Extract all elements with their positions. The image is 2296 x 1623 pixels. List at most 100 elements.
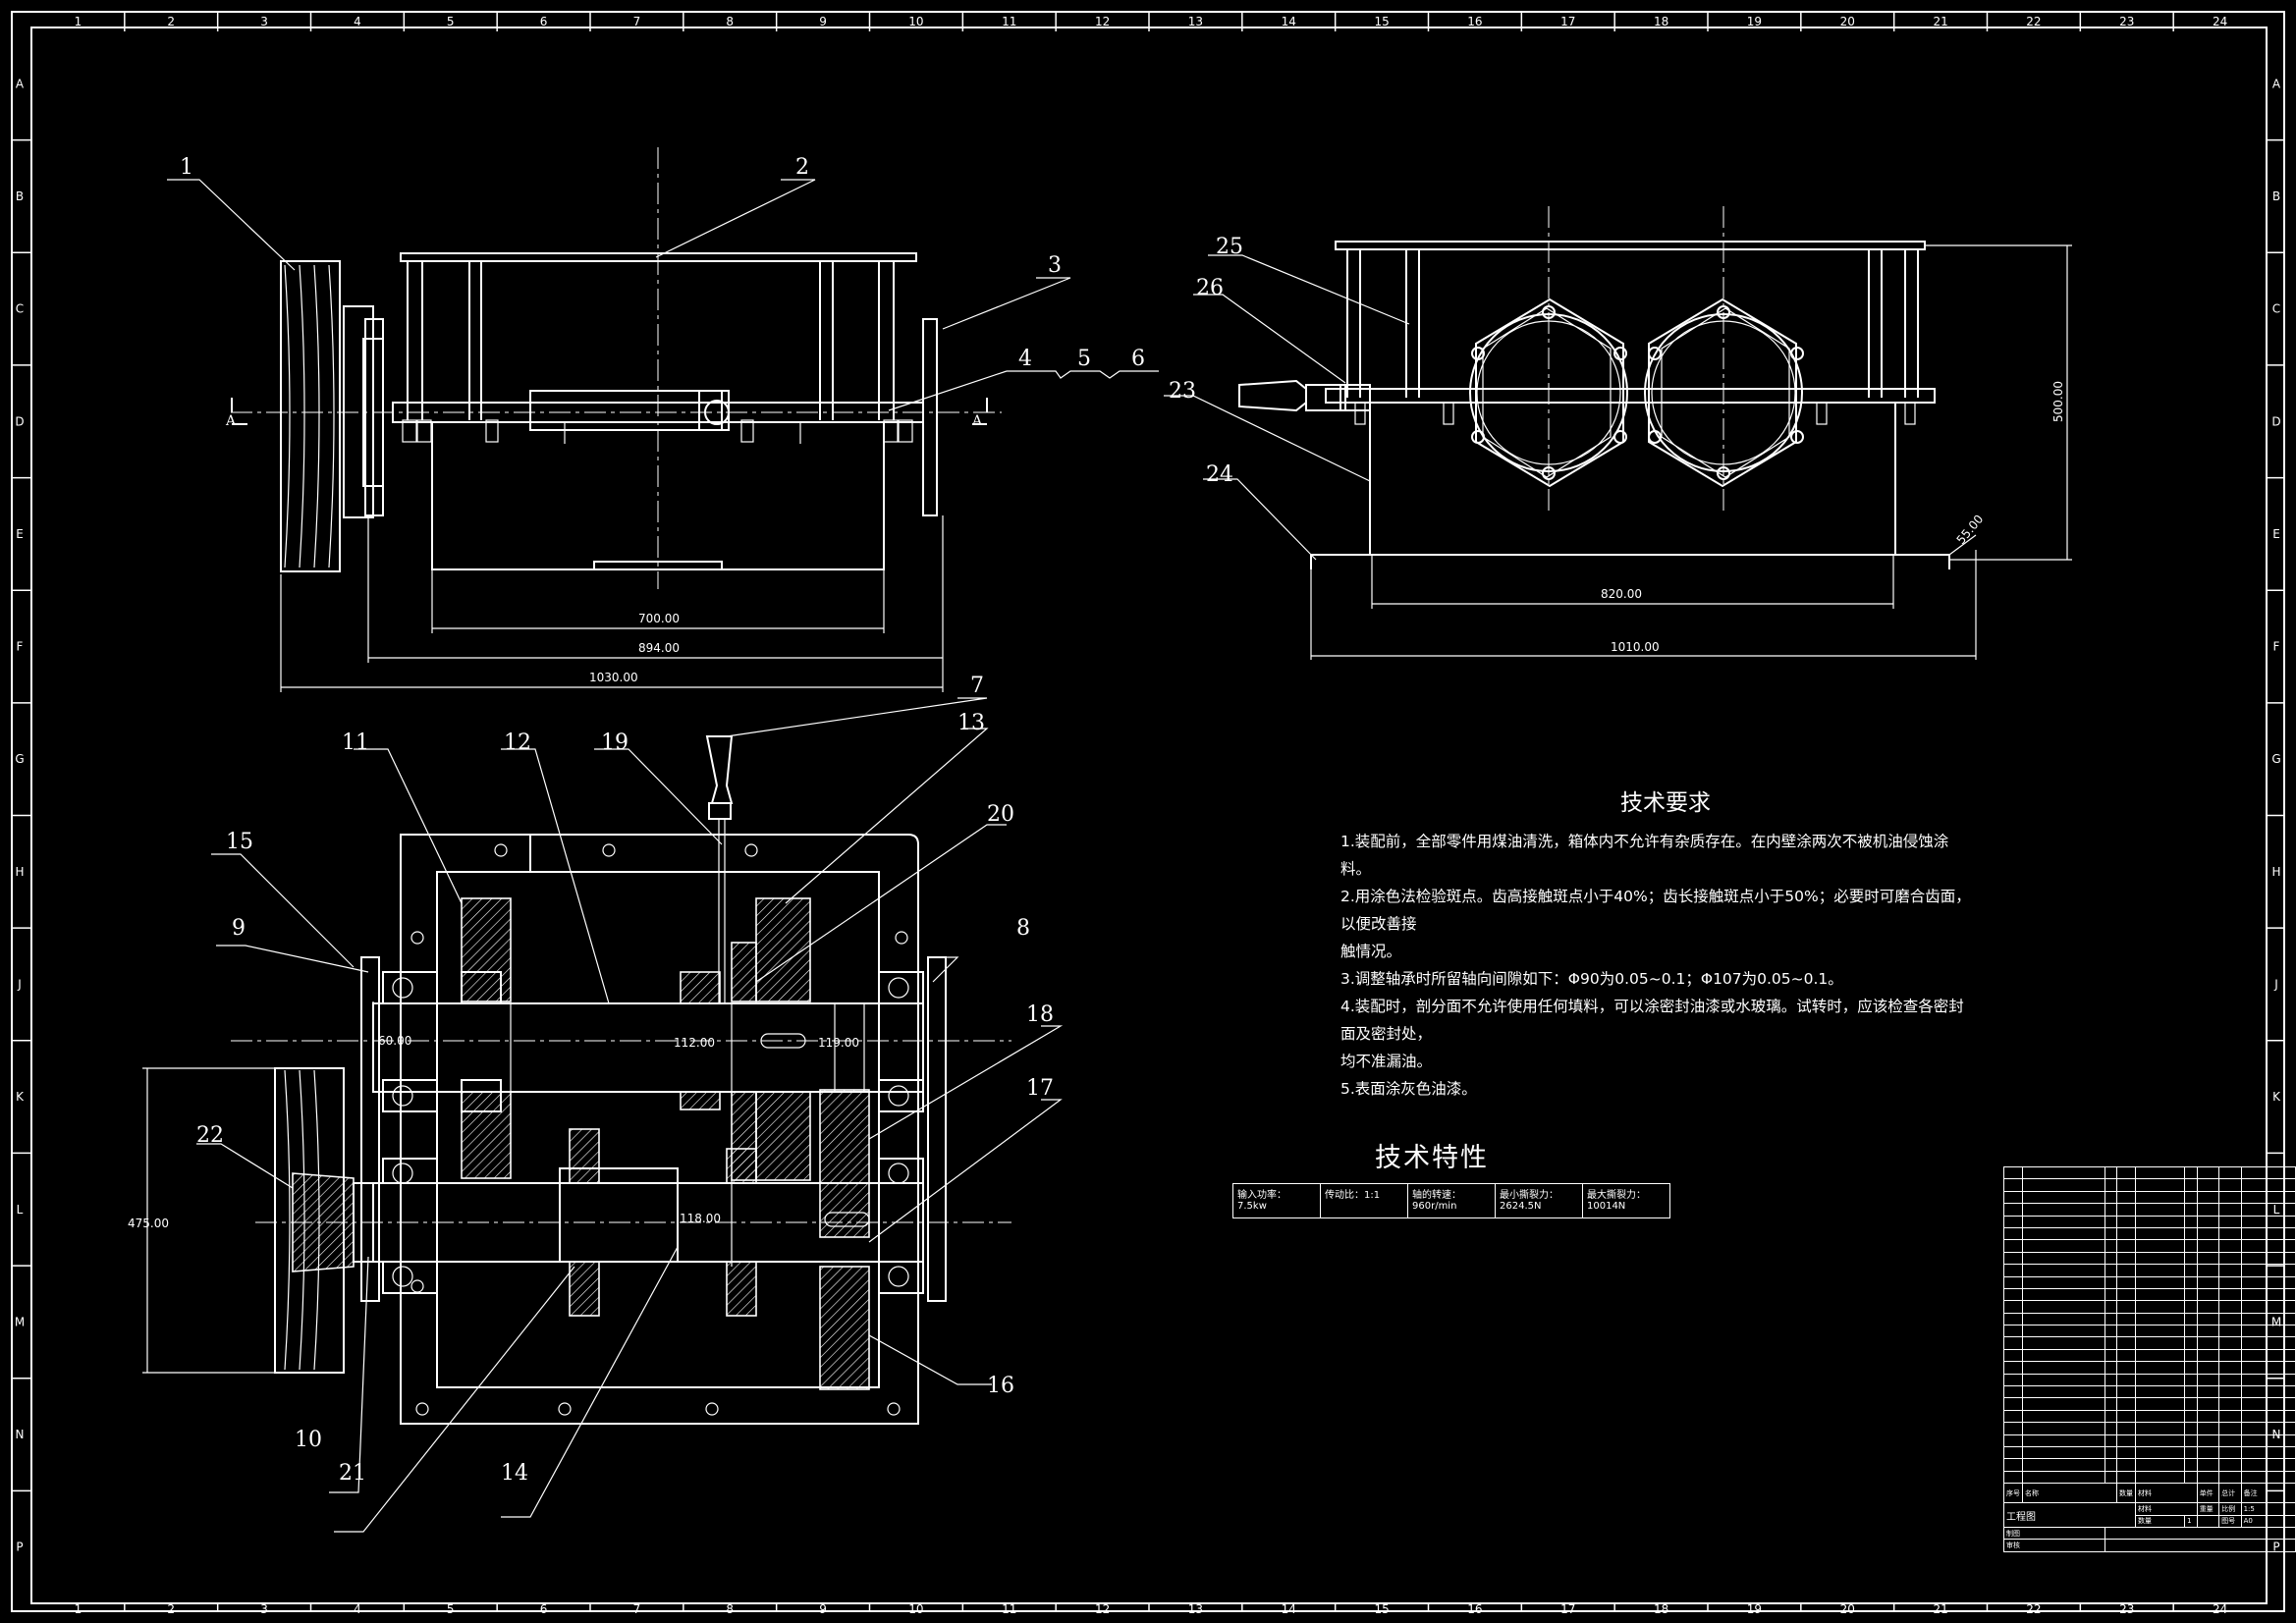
grid-col-label: 18 [1654, 15, 1668, 28]
bom-cell [2196, 1275, 2220, 1289]
bom-cell [2184, 1336, 2198, 1350]
bom-row [2003, 1239, 2296, 1253]
bom-cell [2003, 1470, 2023, 1485]
grid-col-label: 13 [1188, 15, 1203, 28]
bom-cell [2104, 1178, 2118, 1192]
bom-cell [2196, 1422, 2220, 1435]
bom-cell [2196, 1397, 2220, 1411]
grid-row-label: P [16, 1541, 23, 1554]
balloon-19: 19 [601, 730, 629, 755]
bom-cell [2196, 1178, 2220, 1192]
grid-row-label: A [2272, 77, 2281, 90]
balloon-8: 8 [1016, 916, 1030, 941]
bom-cell [2184, 1422, 2198, 1435]
bom-cell [2196, 1300, 2220, 1314]
bom-cell [2022, 1190, 2105, 1205]
bom-cell [2135, 1264, 2186, 1277]
dim-118: 118.00 [680, 1212, 721, 1225]
bom-row [2003, 1397, 2296, 1411]
dim-820: 820.00 [1601, 587, 1642, 601]
grid-row-label: C [16, 302, 24, 316]
bom-cell [2135, 1251, 2186, 1266]
tech-features-title: 技术特性 [1375, 1143, 1489, 1173]
grid-col-label: 2 [167, 1602, 175, 1616]
grid-col-label: 16 [1467, 1602, 1482, 1616]
bom-cell [2218, 1373, 2242, 1387]
bom-cell [2116, 1275, 2137, 1289]
bom-cell [2116, 1287, 2137, 1302]
front-view: 700.00 894.00 1030.00 A A [225, 147, 1002, 692]
bom-cell [2003, 1422, 2023, 1435]
bom-row [2003, 1470, 2296, 1485]
pulley [280, 260, 341, 572]
bom-cell [2135, 1422, 2186, 1435]
bom-cell [2184, 1458, 2198, 1472]
bom-cell [2022, 1203, 2105, 1217]
grid-col-label: 5 [447, 1602, 455, 1616]
bom-cell [2116, 1409, 2137, 1424]
bom-cell [2104, 1445, 2118, 1460]
dim-119: 119.00 [818, 1036, 859, 1050]
bom-cell [2022, 1422, 2105, 1435]
bom-cell [2003, 1215, 2023, 1228]
bom-cell [2196, 1264, 2220, 1277]
bom-cell [2184, 1445, 2198, 1460]
bom-cell [2116, 1239, 2137, 1253]
bom-cell [2104, 1312, 2118, 1326]
dim-475: 475.00 [128, 1217, 169, 1230]
bom-cell [2116, 1434, 2137, 1448]
bom-cell [2116, 1190, 2137, 1205]
bom-row [2003, 1300, 2296, 1314]
bom-cell [2003, 1264, 2023, 1277]
leader-lines [167, 179, 1410, 1533]
bom-cell [2022, 1264, 2105, 1277]
grid-col-label: 21 [1933, 1602, 1947, 1616]
bom-cell [2240, 1287, 2296, 1302]
dim-700: 700.00 [638, 612, 680, 625]
bom-cell [2240, 1348, 2296, 1363]
dim-500: 500.00 [2051, 381, 2065, 422]
grid-col-label: 16 [1467, 15, 1482, 28]
bom-cell [2022, 1215, 2105, 1228]
grid-row-label: N [16, 1428, 25, 1441]
balloon-9: 9 [232, 916, 246, 941]
balloon-23: 23 [1169, 379, 1196, 404]
bom-cell [2184, 1165, 2198, 1180]
bom-cell [2196, 1203, 2220, 1217]
scale-value: 1:5 [2240, 1502, 2296, 1516]
bom-cell [2135, 1325, 2186, 1338]
dim-1010: 1010.00 [1611, 640, 1660, 654]
bom-row [2003, 1348, 2296, 1363]
bom-cell [2116, 1470, 2137, 1485]
bom-cell [2196, 1251, 2220, 1266]
bom-cell [2135, 1397, 2186, 1411]
bom-cell [2104, 1385, 2118, 1399]
bom-cell [2135, 1215, 2186, 1228]
bom-row [2003, 1409, 2296, 1424]
bom-header: 名称 [2021, 1483, 2118, 1504]
balloon-12: 12 [504, 730, 531, 755]
bom-cell [2218, 1470, 2242, 1485]
bom-cell [2116, 1458, 2137, 1472]
dim-60: 60.00 [378, 1034, 411, 1048]
grid-row-label: L [17, 1203, 24, 1217]
bom-cell [2196, 1312, 2220, 1326]
req-line: 触情况。 [1340, 943, 1402, 960]
grid-row-label: J [2273, 977, 2278, 991]
grid-row-label: H [2271, 865, 2280, 879]
bom-cell [2003, 1312, 2023, 1326]
title-block: 序号 名称 数量 材料 单件 总计 备注 工程图 材料 重量 比例 1:5 数量… [2002, 1165, 2296, 1552]
bom-row [2003, 1373, 2296, 1387]
grid-col-label: 6 [540, 1602, 548, 1616]
bom-row [2003, 1422, 2296, 1435]
gear-16 [819, 1089, 870, 1238]
balloon-numbers: 1 2 3 4 5 6 7 8 9 10 11 12 13 14 15 16 1… [180, 155, 1243, 1486]
bom-cell [2116, 1422, 2137, 1435]
bom-cell [2022, 1445, 2105, 1460]
bom-cell [2218, 1445, 2242, 1460]
bom-cell [2135, 1239, 2186, 1253]
grid-row-label: K [16, 1090, 25, 1104]
side-view: 820.00 1010.00 500.00 55.00 [1238, 206, 2072, 660]
designer-label: 制图 [2003, 1526, 2105, 1541]
bom-cell [2135, 1445, 2186, 1460]
